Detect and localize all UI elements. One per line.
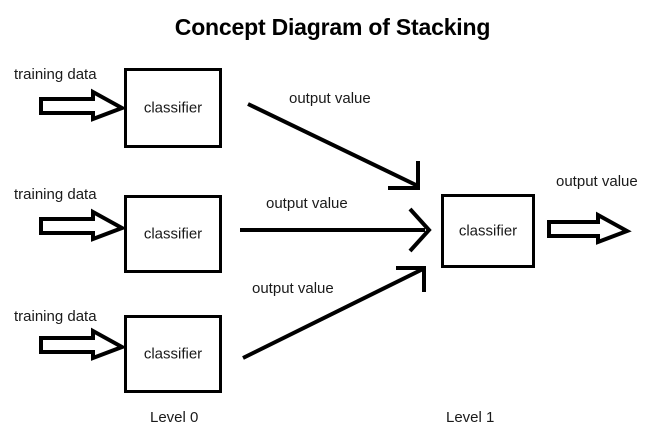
output-value-label-2: output value [266, 195, 348, 212]
training-data-label-1: training data [14, 66, 97, 83]
level1-output-value-label: output value [556, 173, 638, 190]
level-0-caption: Level 0 [150, 409, 199, 426]
level0-classifier-box-1[interactable]: classifier [124, 68, 222, 148]
level1-output-arrow [547, 211, 632, 245]
training-data-label-3: training data [14, 308, 97, 325]
connector-arrow-middle [240, 207, 432, 253]
training-data-label-2: training data [14, 186, 97, 203]
level-1-caption: Level 1 [446, 409, 495, 426]
level0-classifier-box-2[interactable]: classifier [124, 195, 222, 273]
level0-classifier-label-3: classifier [143, 345, 203, 363]
connector-arrow-top [247, 102, 420, 190]
output-value-label-3: output value [252, 280, 334, 297]
training-data-arrow-3 [39, 327, 127, 361]
level1-classifier-box[interactable]: classifier [441, 194, 535, 268]
training-data-arrow-1 [39, 88, 127, 122]
page-title: Concept Diagram of Stacking [174, 14, 491, 40]
training-data-arrow-2 [39, 208, 127, 242]
level1-classifier-label: classifier [458, 222, 518, 240]
level0-classifier-box-3[interactable]: classifier [124, 315, 222, 393]
level0-classifier-label-1: classifier [143, 99, 203, 117]
output-value-label-1: output value [289, 90, 371, 107]
level0-classifier-label-2: classifier [143, 225, 203, 243]
